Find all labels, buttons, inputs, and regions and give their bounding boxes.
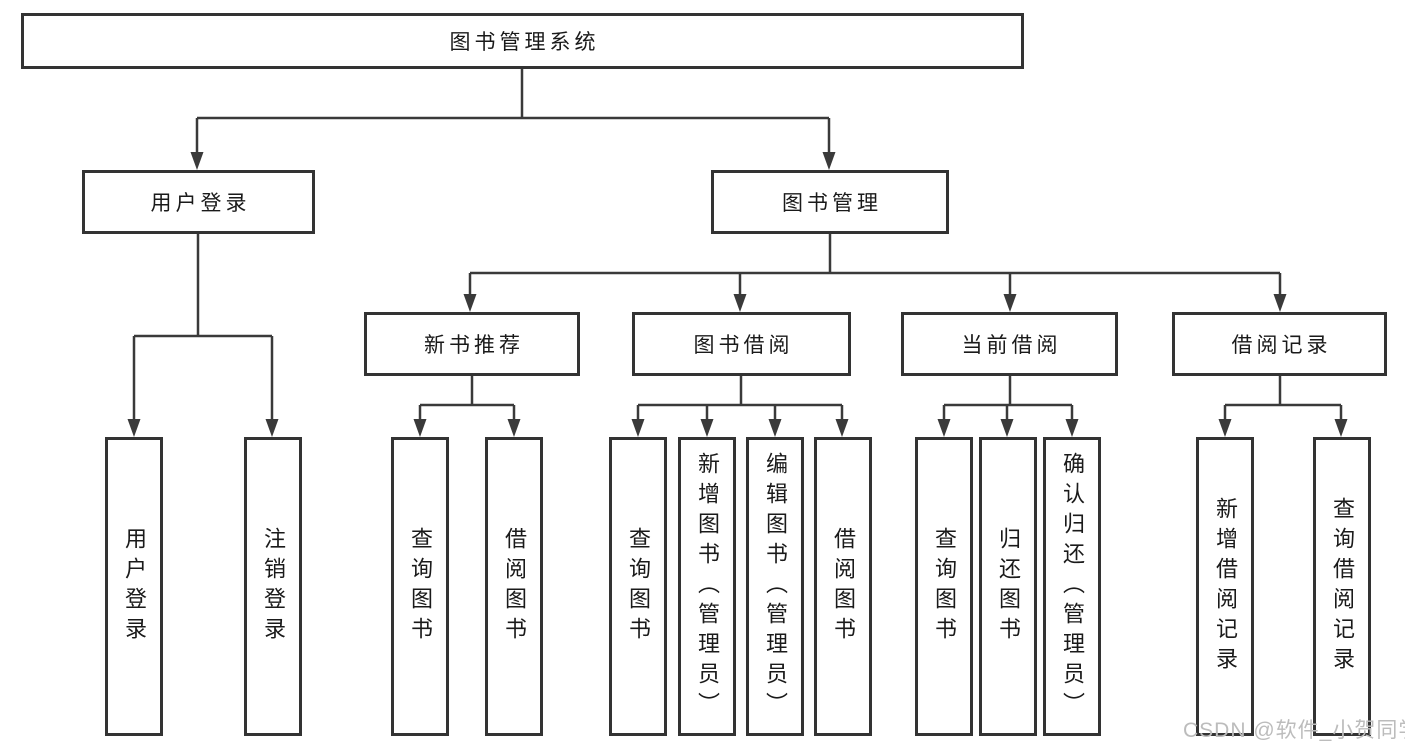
node-label: 借阅记录: [1231, 334, 1332, 357]
leaf-borrow-books: 借阅图书: [814, 437, 872, 736]
leaf-borrow-books-recommend: 借阅图书: [485, 437, 543, 736]
node-label: 图书管理: [782, 192, 882, 215]
leaf-label: 借阅图书: [502, 526, 527, 647]
csdn-watermark: CSDN @软件_小贺同学: [1183, 719, 1405, 742]
node-label: 新书推荐: [424, 334, 524, 357]
connector-newbooks-to-leaves: [413, 376, 521, 437]
leaf-add-borrow-record: 新增借阅记录: [1196, 437, 1254, 736]
leaf-label: 用户登录: [122, 526, 147, 647]
node-book-management: 图书管理: [711, 170, 949, 234]
leaf-label: 归还图书: [996, 526, 1021, 647]
node-label: 当前借阅: [961, 334, 1062, 357]
node-label: 图书借阅: [693, 334, 794, 357]
leaf-label: 借阅图书: [831, 526, 856, 647]
leaf-edit-books-admin: 编辑图书（管理员）: [746, 437, 804, 736]
leaf-user-login: 用户登录: [105, 437, 163, 736]
leaf-label: 注销登录: [261, 526, 286, 647]
connector-current-to-leaves: [937, 376, 1079, 437]
leaf-return-books: 归还图书: [979, 437, 1037, 736]
node-label: 用户登录: [150, 192, 251, 215]
leaf-label: 编辑图书（管理员）: [763, 451, 788, 722]
node-label: 图书管理系统: [449, 31, 600, 54]
leaf-confirm-return-admin: 确认归还（管理员）: [1043, 437, 1101, 736]
node-system-root: 图书管理系统: [21, 13, 1024, 69]
leaf-add-books-admin: 新增图书（管理员）: [678, 437, 736, 736]
leaf-label: 查询图书: [626, 526, 651, 647]
connector-root-to-level2: [190, 69, 836, 170]
leaf-label: 新增借阅记录: [1213, 496, 1238, 677]
connector-records-to-leaves: [1218, 376, 1348, 437]
leaf-label: 查询借阅记录: [1330, 496, 1355, 677]
connector-borrowing-to-leaves: [631, 376, 849, 437]
node-user-login: 用户登录: [82, 170, 315, 234]
leaf-query-books-current: 查询图书: [915, 437, 973, 736]
leaf-query-books-borrowing: 查询图书: [609, 437, 667, 736]
node-new-book-recommend: 新书推荐: [364, 312, 580, 376]
leaf-logout: 注销登录: [244, 437, 302, 736]
leaf-query-books-recommend: 查询图书: [391, 437, 449, 736]
node-current-borrowing: 当前借阅: [901, 312, 1118, 376]
leaf-label: 新增图书（管理员）: [695, 451, 720, 722]
node-borrowing-records: 借阅记录: [1172, 312, 1387, 376]
node-book-borrowing: 图书借阅: [632, 312, 851, 376]
leaf-label: 查询图书: [932, 526, 957, 647]
connector-userlogin-to-leaves: [127, 234, 279, 437]
leaf-query-borrow-record: 查询借阅记录: [1313, 437, 1371, 736]
leaf-label: 查询图书: [408, 526, 433, 647]
connector-bookmgmt-to-level3: [463, 234, 1287, 312]
leaf-label: 确认归还（管理员）: [1060, 451, 1085, 722]
